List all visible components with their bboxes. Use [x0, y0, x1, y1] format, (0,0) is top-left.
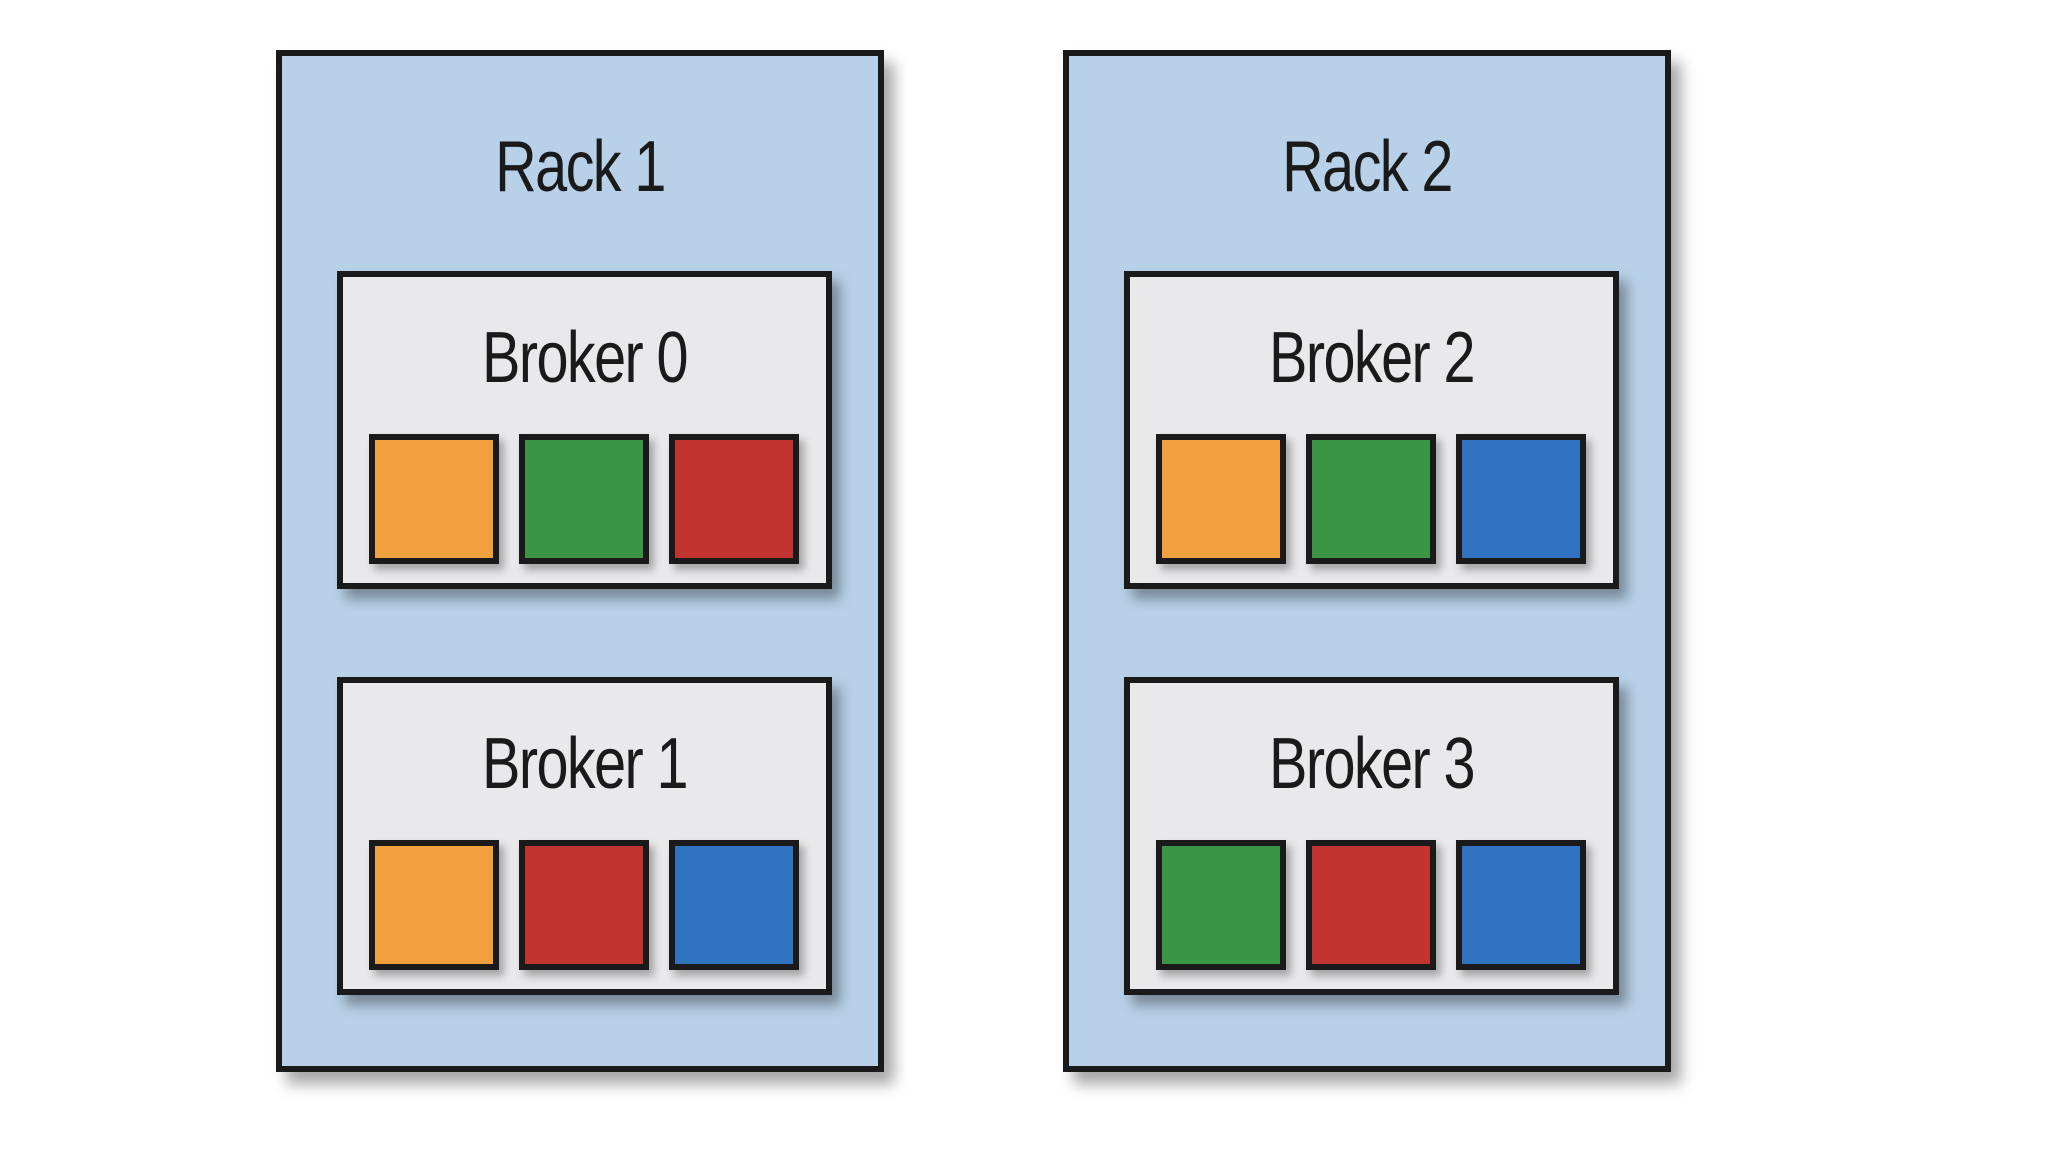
- broker-title: Broker 3: [1269, 724, 1475, 804]
- rack-title: Rack 1: [495, 127, 666, 207]
- broker-0: Broker 0: [337, 271, 832, 589]
- partition-block: [519, 840, 649, 970]
- partition-row: [1156, 840, 1596, 970]
- broker-title: Broker 2: [1269, 318, 1475, 398]
- partition-block: [669, 840, 799, 970]
- partition-row: [369, 434, 809, 564]
- broker-1: Broker 1: [337, 677, 832, 995]
- broker-title: Broker 0: [482, 318, 688, 398]
- partition-block: [369, 434, 499, 564]
- partition-block: [1156, 840, 1286, 970]
- rack-2: Rack 2 Broker 2 Broker 3: [1063, 50, 1671, 1072]
- partition-block: [669, 434, 799, 564]
- broker-3: Broker 3: [1124, 677, 1619, 995]
- partition-block: [1456, 434, 1586, 564]
- partition-block: [369, 840, 499, 970]
- partition-block: [1306, 434, 1436, 564]
- broker-title: Broker 1: [482, 724, 688, 804]
- partition-block: [519, 434, 649, 564]
- rack-1: Rack 1 Broker 0 Broker 1: [276, 50, 884, 1072]
- broker-2: Broker 2: [1124, 271, 1619, 589]
- partition-block: [1306, 840, 1436, 970]
- rack-title: Rack 2: [1282, 127, 1453, 207]
- partition-row: [1156, 434, 1596, 564]
- partition-block: [1456, 840, 1586, 970]
- partition-block: [1156, 434, 1286, 564]
- partition-row: [369, 840, 809, 970]
